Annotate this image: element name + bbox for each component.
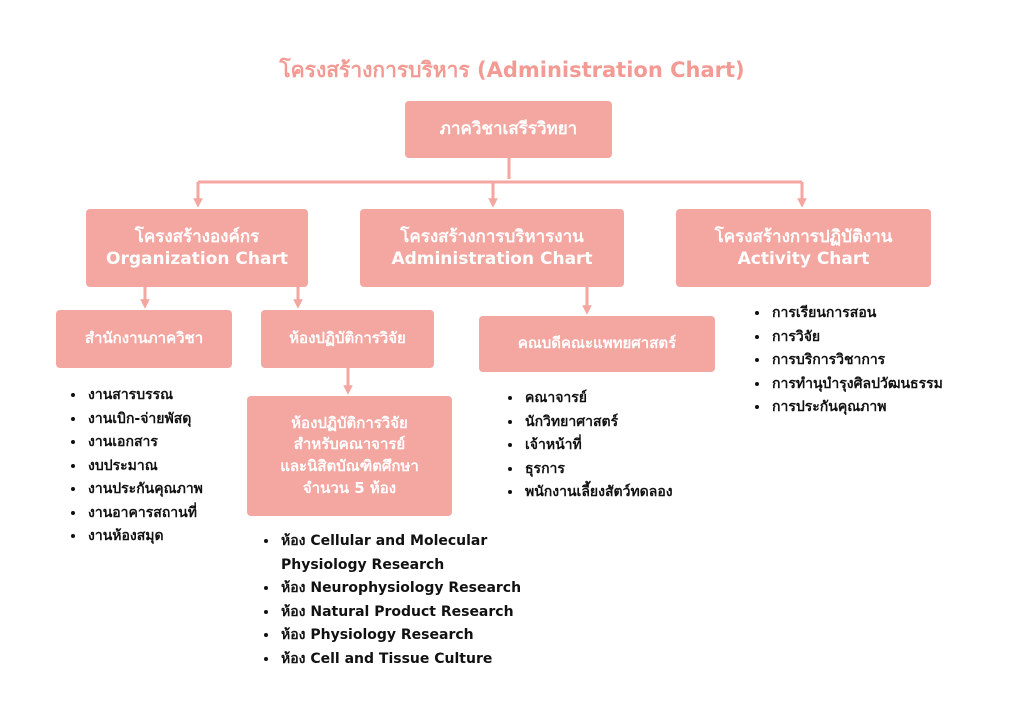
list-item: ห้อง Cell and Tissue Culture [279, 648, 521, 672]
department-office-label: สำนักงานภาควิชา [84, 329, 204, 348]
department-office-node: สำนักงานภาควิชา [56, 310, 232, 368]
administration-chart-node: โครงสร้างการบริหารงาน Administration Cha… [360, 209, 624, 287]
list-item: พนักงานเลี้ยงสัตว์ทดลอง [523, 481, 673, 505]
organization-chart-thai-label: โครงสร้างองค์กร [134, 226, 260, 247]
research-labs-detail-node: ห้องปฏิบัติการวิจัย สำหรับคณาจารย์ และนิ… [247, 396, 452, 516]
list-item-line: Physiology Research [281, 556, 445, 573]
list-item: งานเบิก-จ่ายพัสดุ [86, 408, 203, 432]
research-lab-label: ห้องปฏิบัติการวิจัย [289, 329, 406, 348]
list-item: การประกันคุณภาพ [770, 396, 943, 420]
list-item: งานสารบรรณ [86, 384, 203, 408]
research-labs-detail-line: ห้องปฏิบัติการวิจัย [291, 413, 408, 432]
list-item: การทำนุบำรุงศิลปวัฒนธรรม [770, 373, 943, 397]
list-item: งานห้องสมุด [86, 525, 203, 549]
administration-chart-thai-label: โครงสร้างการบริหารงาน [400, 226, 584, 247]
organization-chart-node: โครงสร้างองค์กร Organization Chart [86, 209, 308, 287]
research-labs-detail-line: สำหรับคณาจารย์ [293, 435, 406, 454]
list-item: นักวิทยาศาสตร์ [523, 411, 673, 435]
administration-chart-english-label: Administration Chart [391, 249, 593, 269]
root-node-label: ภาควิชาเสรีรวิทยา [439, 119, 578, 140]
list-item: คณาจารย์ [523, 387, 673, 411]
dean-node: คณบดีคณะแพทยศาสตร์ [479, 316, 715, 372]
research-lab-rooms-list: ห้อง Cellular and Molecular Physiology R… [261, 530, 521, 671]
department-office-task-list: งานสารบรรณ งานเบิก-จ่ายพัสดุ งานเอกสาร ง… [68, 384, 203, 549]
list-item: การเรียนการสอน [770, 302, 943, 326]
list-item: ห้อง Natural Product Research [279, 601, 521, 625]
chart-title: โครงสร้างการบริหาร (Administration Chart… [279, 58, 745, 82]
list-item: งานเอกสาร [86, 431, 203, 455]
dean-staff-list: คณาจารย์ นักวิทยาศาสตร์ เจ้าหน้าที่ ธุรก… [505, 387, 673, 505]
research-lab-node: ห้องปฏิบัติการวิจัย [261, 310, 434, 368]
activity-list: การเรียนการสอน การวิจัย การบริการวิชาการ… [752, 302, 943, 420]
list-item: งานอาคารสถานที่ [86, 502, 203, 526]
list-item-line: ห้อง Cellular and Molecular [281, 533, 488, 549]
list-item: งานประกันคุณภาพ [86, 478, 203, 502]
research-labs-detail-line: จำนวน 5 ห้อง [302, 478, 397, 497]
list-item: ห้อง Physiology Research [279, 624, 521, 648]
research-labs-detail-line: และนิสิตบัณฑิตศึกษา [280, 457, 419, 475]
list-item: ธุรการ [523, 458, 673, 482]
activity-chart-english-label: Activity Chart [737, 249, 870, 269]
list-item: การบริการวิชาการ [770, 349, 943, 373]
list-item: ห้อง Cellular and Molecular Physiology R… [279, 530, 521, 577]
activity-chart-node: โครงสร้างการปฏิบัติงาน Activity Chart [676, 209, 931, 287]
list-item: เจ้าหน้าที่ [523, 434, 673, 458]
activity-chart-thai-label: โครงสร้างการปฏิบัติงาน [714, 226, 893, 247]
root-node-physiology-department: ภาควิชาเสรีรวิทยา [405, 101, 612, 158]
list-item: งบประมาณ [86, 455, 203, 479]
organization-chart-english-label: Organization Chart [106, 249, 288, 269]
list-item: ห้อง Neurophysiology Research [279, 577, 521, 601]
dean-label: คณบดีคณะแพทยศาสตร์ [517, 334, 677, 353]
list-item: การวิจัย [770, 326, 943, 350]
